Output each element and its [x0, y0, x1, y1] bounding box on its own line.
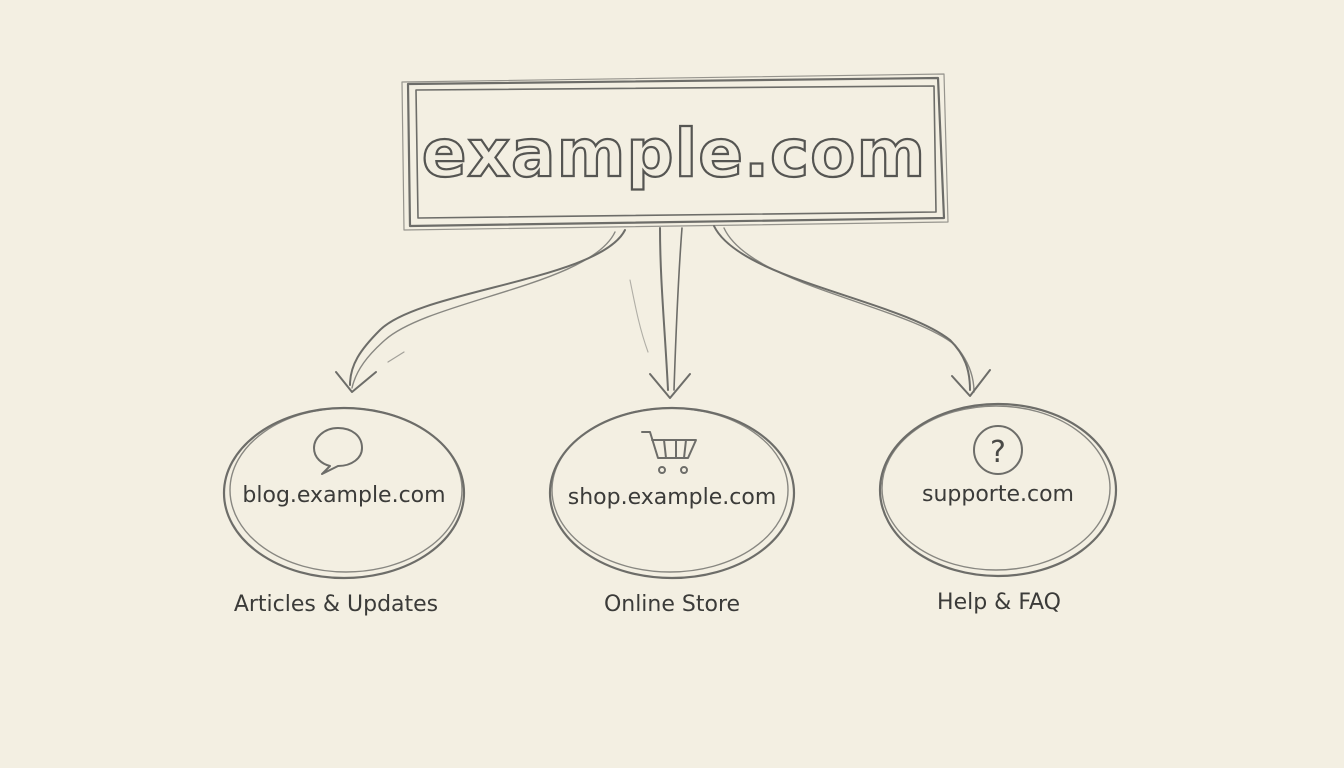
node-ellipse-support — [878, 402, 1118, 578]
root-label: example.com — [421, 113, 927, 192]
shopping-cart-icon — [641, 431, 697, 474]
node-support: supporte.com — [873, 400, 1123, 580]
caption-support: Help & FAQ — [937, 590, 1061, 615]
node-ellipse-shop — [548, 406, 796, 580]
connector-to-support — [713, 225, 971, 391]
question-mark-icon — [973, 425, 1023, 475]
node-label-support: supporte.com — [922, 482, 1074, 507]
connector-to-shop — [659, 227, 669, 391]
arrowhead-support — [951, 369, 991, 397]
node-blog: blog.example.com — [219, 403, 469, 583]
connector-to-blog — [349, 229, 626, 386]
root-box-outline — [406, 76, 946, 228]
node-ellipse-blog — [222, 406, 466, 580]
caption-shop: Online Store — [603, 592, 741, 617]
node-label-shop: shop.example.com — [567, 485, 777, 510]
speech-bubble-icon — [313, 427, 363, 475]
caption-blog: Articles & Updates — [233, 592, 439, 617]
question-mark-glyph: ? — [990, 435, 1006, 470]
arrowhead-blog — [335, 371, 377, 393]
root-node: example.com — [404, 78, 944, 228]
arrowhead-shop — [649, 373, 691, 399]
node-label-blog: blog.example.com — [242, 483, 446, 508]
node-shop: shop.example.com — [547, 403, 797, 583]
root-box-outline-sketch — [401, 73, 949, 231]
root-box-outline-inner — [415, 85, 937, 219]
